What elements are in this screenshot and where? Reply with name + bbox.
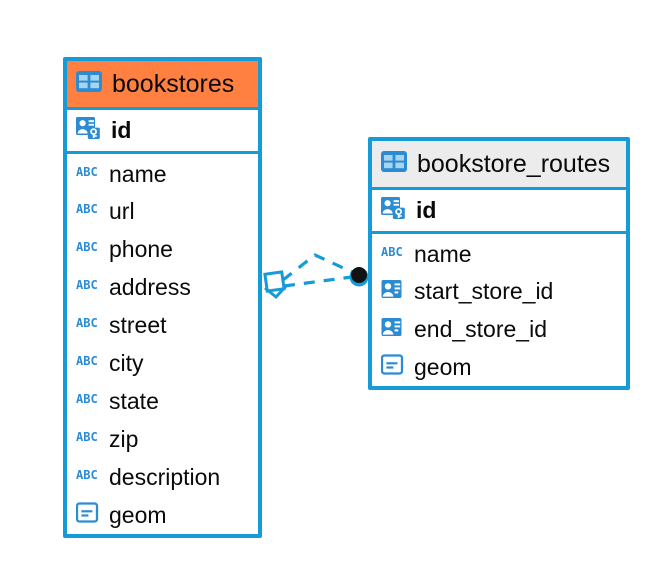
abc-text-icon: ABC: [76, 468, 100, 487]
svg-text:ABC: ABC: [76, 316, 98, 330]
svg-text:ABC: ABC: [381, 245, 403, 259]
field-row[interactable]: geom: [372, 348, 626, 386]
svg-text:ABC: ABC: [76, 354, 98, 368]
field-row[interactable]: ABC city: [67, 344, 258, 382]
table-bookstores[interactable]: bookstores id A: [63, 57, 262, 538]
field-row[interactable]: id: [67, 110, 258, 154]
abc-text-icon: ABC: [76, 354, 100, 373]
field-name-label: city: [109, 349, 144, 376]
field-name-label: geom: [109, 501, 167, 528]
table-icon: [381, 151, 407, 177]
abc-text-icon: ABC: [76, 430, 100, 449]
relationship-line-arc: [282, 253, 353, 282]
abc-text-icon: ABC: [76, 392, 100, 411]
field-row[interactable]: start_store_id: [372, 272, 626, 310]
svg-text:ABC: ABC: [76, 392, 98, 406]
filled-circle-marker: [349, 267, 369, 287]
field-row[interactable]: ABC state: [67, 382, 258, 420]
field-name-label: phone: [109, 235, 173, 262]
field-name-label: street: [109, 311, 167, 338]
svg-text:ABC: ABC: [76, 165, 98, 179]
field-row[interactable]: id: [372, 190, 626, 234]
svg-text:ABC: ABC: [76, 202, 98, 216]
field-name-label: end_store_id: [414, 315, 547, 342]
field-name-label: id: [416, 197, 437, 223]
abc-text-icon: ABC: [76, 240, 100, 259]
abc-text-icon: ABC: [76, 278, 100, 297]
svg-text:ABC: ABC: [76, 468, 98, 482]
field-name-label: name: [414, 240, 472, 267]
field-row[interactable]: ABC description: [67, 458, 258, 496]
svg-text:ABC: ABC: [76, 278, 98, 292]
field-row[interactable]: ABC name: [67, 154, 258, 192]
svg-text:ABC: ABC: [76, 430, 98, 444]
field-row[interactable]: ABC name: [372, 234, 626, 272]
table-name-label: bookstores: [112, 69, 235, 98]
foreign-key-icon: [381, 317, 405, 342]
geometry-icon: [75, 502, 100, 528]
svg-text:ABC: ABC: [76, 240, 98, 254]
field-row[interactable]: geom: [67, 496, 258, 534]
foreign-key-icon: [381, 279, 405, 304]
field-name-label: id: [111, 117, 132, 143]
table-header-bookstores[interactable]: bookstores: [67, 61, 258, 110]
diamond-crowsfoot-marker: [263, 270, 289, 300]
primary-key-icon: [76, 116, 102, 145]
field-name-label: start_store_id: [414, 277, 554, 304]
field-name-label: zip: [109, 425, 139, 452]
field-name-label: state: [109, 387, 159, 414]
table-icon: [76, 71, 102, 97]
field-name-label: url: [109, 197, 135, 224]
abc-text-icon: ABC: [76, 202, 100, 221]
field-row[interactable]: ABC phone: [67, 230, 258, 268]
field-name-label: description: [109, 463, 221, 490]
abc-text-icon: ABC: [76, 165, 100, 184]
field-name-label: name: [109, 160, 167, 187]
field-row[interactable]: ABC url: [67, 192, 258, 230]
primary-key-icon: [381, 196, 407, 225]
field-row[interactable]: end_store_id: [372, 310, 626, 348]
table-bookstore-routes[interactable]: bookstore_routes id: [368, 137, 630, 390]
abc-text-icon: ABC: [76, 316, 100, 335]
abc-text-icon: ABC: [381, 245, 405, 264]
field-row[interactable]: ABC street: [67, 306, 258, 344]
table-name-label: bookstore_routes: [417, 149, 611, 178]
geometry-icon: [380, 354, 405, 380]
relationship-line-straight: [283, 275, 353, 288]
field-row[interactable]: ABC address: [67, 268, 258, 306]
field-name-label: address: [109, 273, 191, 300]
field-name-label: geom: [414, 353, 472, 380]
field-row[interactable]: ABC zip: [67, 420, 258, 458]
table-header-bookstore-routes[interactable]: bookstore_routes: [372, 141, 626, 190]
